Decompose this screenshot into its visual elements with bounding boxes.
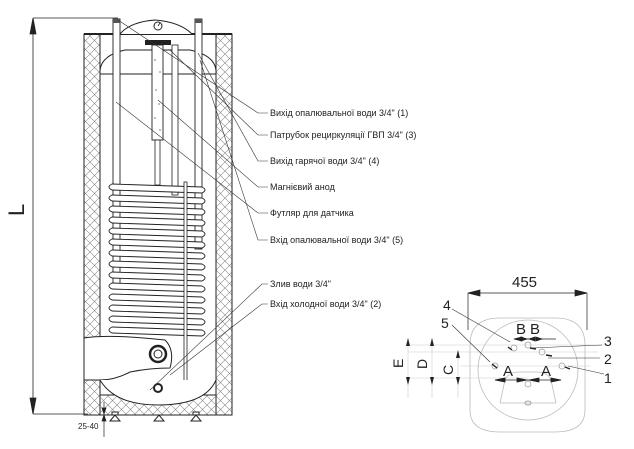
coil-support-rod: [183, 181, 188, 383]
pipe-center: [171, 44, 179, 196]
magnesium-anode: [151, 44, 164, 141]
coil-loop: [108, 249, 206, 260]
coil-loop: [108, 227, 206, 238]
port-number-2: 2: [604, 351, 612, 367]
coil-loop: [108, 326, 206, 337]
insulation-right: [215, 33, 233, 416]
coil-loop: [108, 282, 206, 293]
leader-lines: [115, 19, 268, 391]
top-outline: [469, 317, 586, 433]
coil-loop: [108, 205, 206, 216]
callout-heating-outlet: Вихід опалювальної води 3/4" (1): [270, 108, 408, 118]
callout-cold-water-inlet: Вхід холодної води 3/4" (2): [270, 299, 381, 309]
coil-loop: [108, 315, 206, 326]
callout-sensor-sleeve: Футляр для датчика: [270, 208, 354, 218]
feet: [108, 411, 203, 422]
sensor-sleeve: [154, 139, 161, 186]
bottom-inlet-housing: [83, 335, 173, 381]
dim-a-left: A: [503, 363, 513, 380]
coil-loop: [108, 271, 206, 282]
port-number-4: 4: [443, 297, 451, 313]
callout-drain: Злив води 3/4": [270, 279, 331, 289]
coil-loop: [108, 304, 206, 315]
height-dimension: [29, 17, 118, 415]
top-circle: [477, 319, 579, 421]
port-number-5: 5: [441, 315, 449, 331]
dim-c: C: [440, 365, 456, 375]
dim-b-right: B: [530, 321, 540, 338]
coil-loop: [108, 238, 206, 249]
coil-loop: [108, 216, 206, 227]
height-dim-label: L: [4, 204, 29, 216]
dim-a-right: A: [541, 363, 551, 380]
ports: [491, 341, 566, 388]
pipe-outlet-left: [112, 18, 121, 290]
coil-loop: [108, 260, 206, 271]
callout-recirculation-pipe: Патрубок рециркуляції ГВП 3/4" (3): [270, 130, 416, 140]
coil-loop: [108, 194, 206, 205]
dim-d: D: [414, 359, 430, 369]
port-number-1: 1: [604, 370, 612, 386]
heating-coil: [108, 183, 206, 337]
coil-loop: [108, 183, 206, 194]
callout-magnesium-anode: Магнієвий анод: [270, 182, 336, 192]
leg-adjust-label: 25-40: [78, 422, 99, 431]
callout-heating-inlet: Вхід опалювальної води 3/4" (5): [270, 235, 403, 245]
dim-e: E: [390, 359, 406, 368]
drain-port: [153, 383, 163, 393]
dim-b-left: B: [516, 321, 526, 338]
side-view: L: [4, 17, 416, 437]
coil-loop: [108, 293, 206, 304]
top-view: 455: [390, 274, 612, 433]
port-number-3: 3: [604, 333, 612, 349]
width-dim-label: 455: [512, 274, 537, 291]
callout-hot-water-outlet: Вихід гарячої води 3/4" (4): [270, 156, 379, 166]
